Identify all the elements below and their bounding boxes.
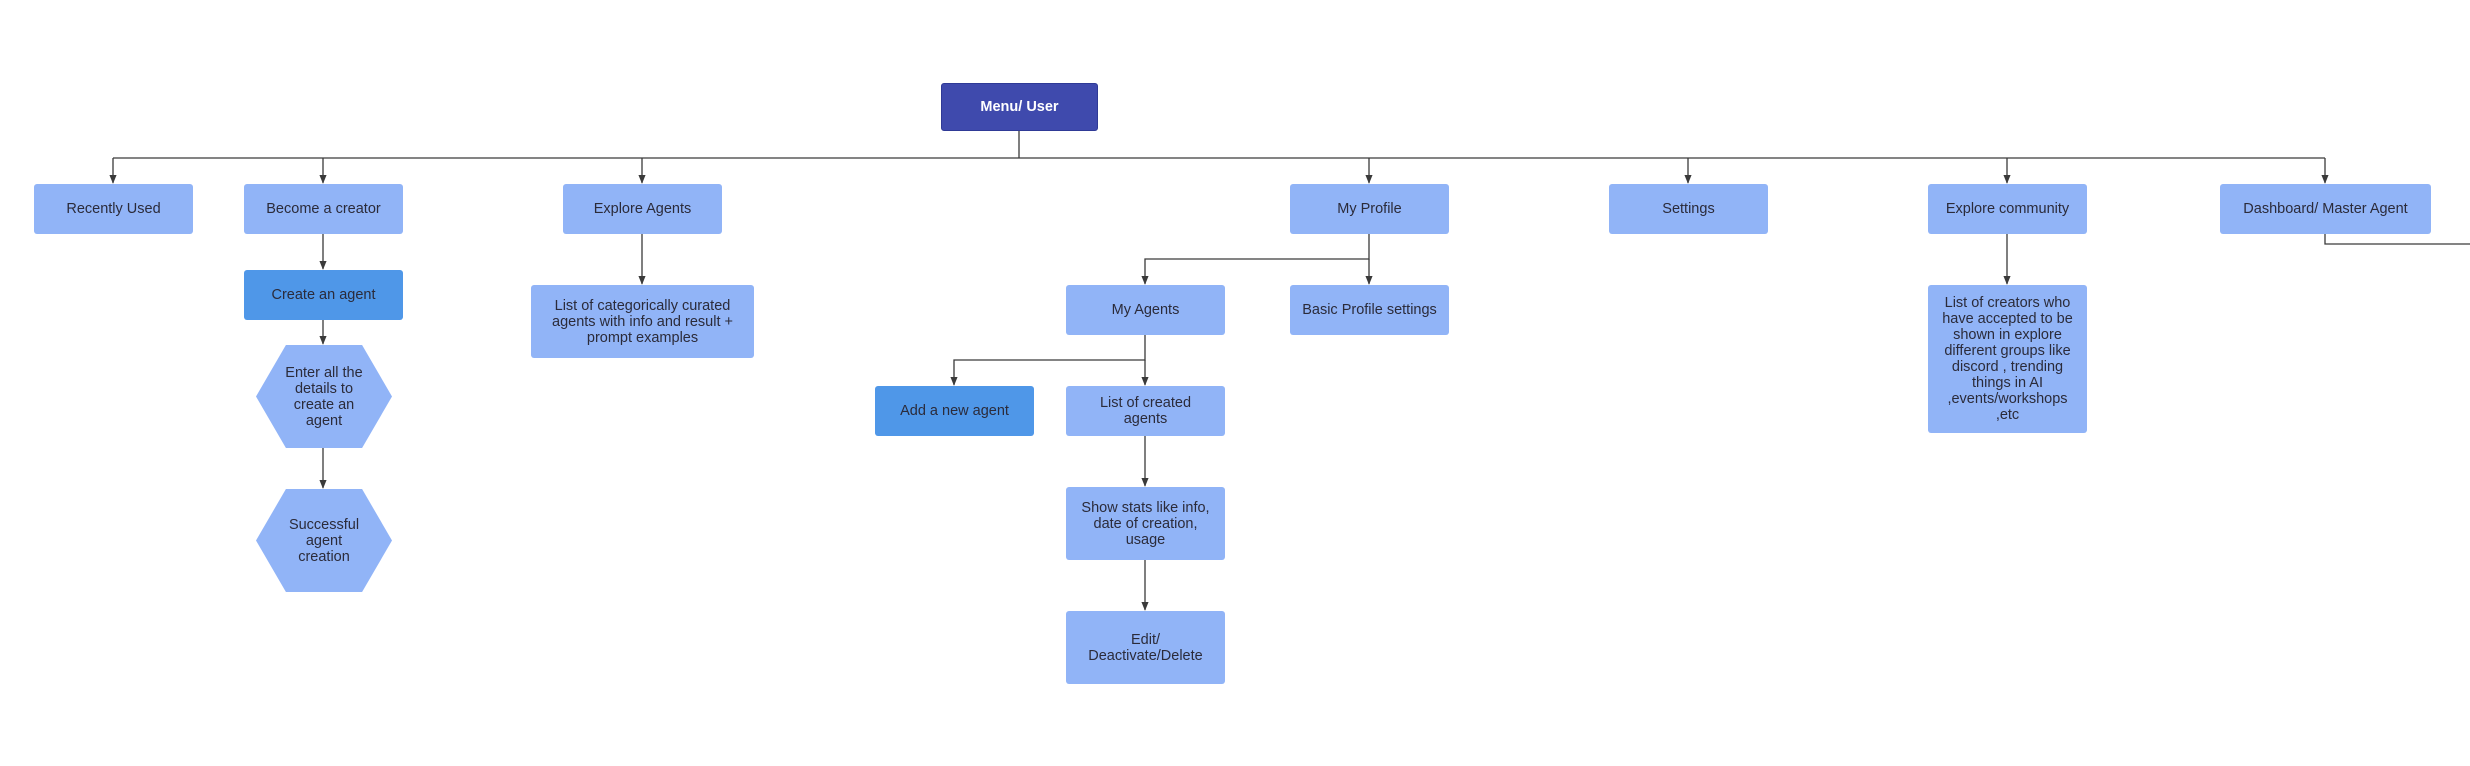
create-agent-node[interactable]: Create an agent	[244, 270, 403, 320]
curated-agents-list-node[interactable]: List of categorically curated agents wit…	[531, 285, 754, 358]
connector-profile-to-myagents	[1141, 234, 1370, 285]
my-profile-node[interactable]: My Profile	[1290, 184, 1449, 234]
settings-node[interactable]: Settings	[1609, 184, 1768, 234]
add-new-agent-node[interactable]: Add a new agent	[875, 386, 1034, 436]
successful-creation-node[interactable]: Successful agent creation	[256, 489, 392, 592]
explore-agents-node[interactable]: Explore Agents	[563, 184, 722, 234]
connector-dashboard-outgoing	[2324, 234, 2470, 245]
become-creator-node[interactable]: Become a creator	[244, 184, 403, 234]
show-stats-node[interactable]: Show stats like info, date of creation, …	[1066, 487, 1225, 560]
basic-profile-settings-node[interactable]: Basic Profile settings	[1290, 285, 1449, 335]
dashboard-master-agent-node[interactable]: Dashboard/ Master Agent	[2220, 184, 2431, 234]
edit-deactivate-delete-node[interactable]: Edit/ Deactivate/Delete	[1066, 611, 1225, 684]
created-agents-list-node[interactable]: List of created agents	[1066, 386, 1225, 436]
my-agents-node[interactable]: My Agents	[1066, 285, 1225, 335]
enter-details-node[interactable]: Enter all the details to create an agent	[256, 345, 392, 448]
explore-community-node[interactable]: Explore community	[1928, 184, 2087, 234]
recently-used-node[interactable]: Recently Used	[34, 184, 193, 234]
creators-list-node[interactable]: List of creators who have accepted to be…	[1928, 285, 2087, 433]
connector-myagents-to-add	[950, 335, 1146, 386]
menu-user-node[interactable]: Menu/ User	[941, 83, 1098, 131]
